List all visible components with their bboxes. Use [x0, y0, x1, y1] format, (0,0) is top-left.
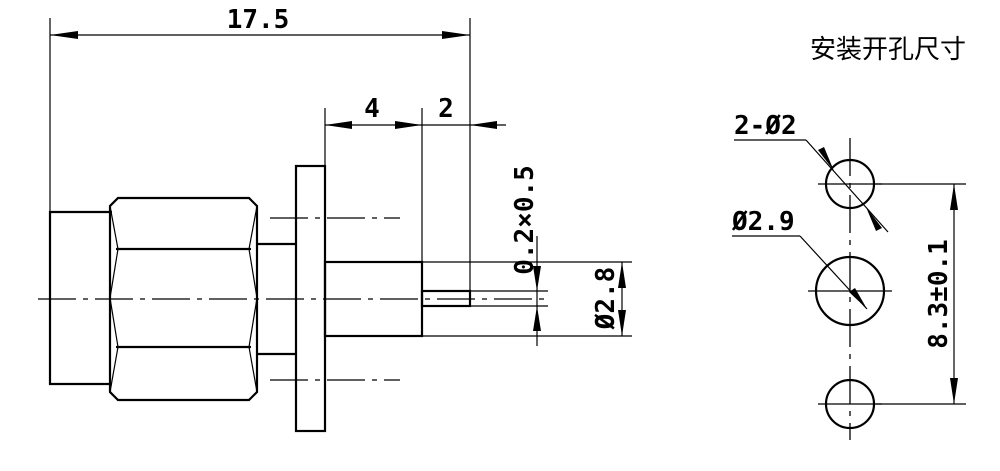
center-hole-leader: Ø2.9	[731, 207, 868, 310]
dim-step: 4	[325, 94, 422, 129]
mounting-holes-title: 安装开孔尺寸	[810, 35, 966, 65]
mounting-hole-pattern: 安装开孔尺寸 2-Ø2 Ø2.9	[731, 35, 966, 440]
dim-overall-length: 17.5	[50, 5, 470, 39]
overall-length-label: 17.5	[227, 5, 290, 35]
body-diameter-label: Ø2.8	[591, 267, 621, 331]
center-pin	[420, 289, 472, 308]
small-hole-leader: 2-Ø2	[734, 111, 889, 233]
center-hole-label: Ø2.9	[731, 207, 795, 237]
dim-pin-size: 0.2×0.5	[510, 165, 541, 346]
step-length-label: 4	[364, 94, 380, 124]
pin-length-label: 2	[438, 94, 454, 124]
dim-hole-spacing: 8.3±0.1	[874, 183, 966, 405]
small-hole-label: 2-Ø2	[734, 111, 797, 141]
dim-body-diameter: Ø2.8	[591, 262, 626, 336]
hole-spacing-label: 8.3±0.1	[924, 239, 954, 349]
rear-body	[48, 210, 112, 386]
dim-pin-length: 2	[422, 94, 506, 129]
side-view: 17.5 4 2 0.2×0.5 Ø2.8	[38, 5, 632, 433]
hex-nut	[108, 196, 259, 402]
pin-size-label: 0.2×0.5	[510, 165, 540, 275]
